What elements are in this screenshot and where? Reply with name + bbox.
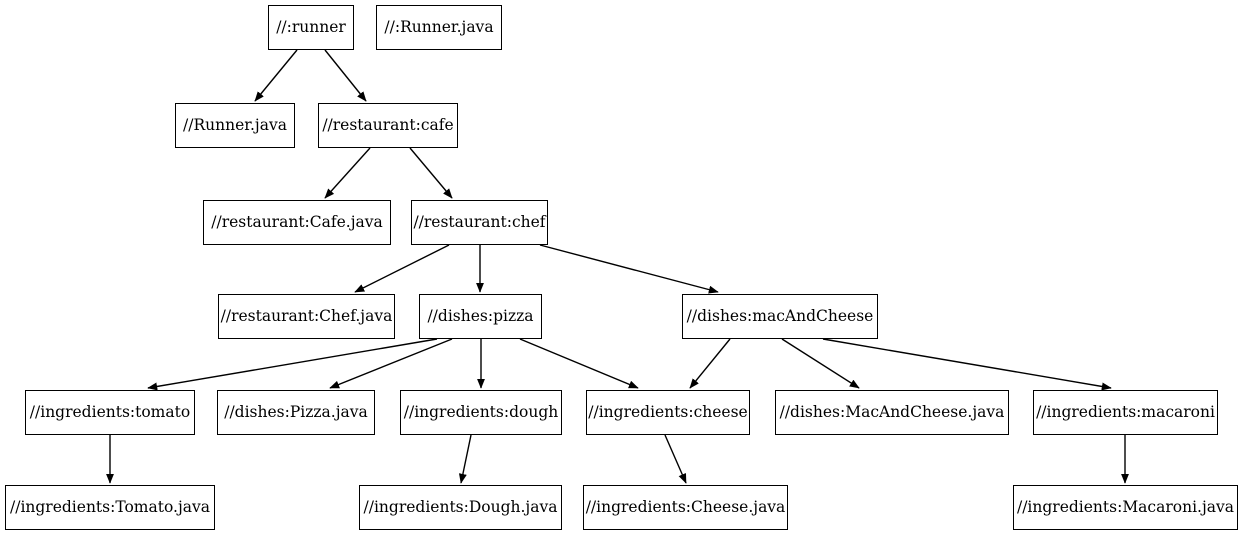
graph-node-label: //:runner: [276, 17, 346, 36]
graph-edge: [409, 147, 453, 199]
graph-node-label: //Runner.java: [183, 115, 287, 134]
graph-node-dishes_pizza[interactable]: //dishes:pizza: [419, 294, 542, 339]
graph-node-label: //ingredients:tomato: [29, 402, 191, 421]
graph-node-label: //ingredients:dough: [403, 402, 559, 421]
graph-node-label: //restaurant:Chef.java: [220, 306, 393, 325]
graph-edge: [781, 338, 860, 389]
graph-node-cheese_java[interactable]: //ingredients:Cheese.java: [583, 485, 788, 530]
graph-node-label: //restaurant:Cafe.java: [211, 212, 383, 231]
graph-node-label: //ingredients:Dough.java: [363, 497, 558, 516]
graph-node-label: //ingredients:macaroni: [1036, 402, 1215, 421]
graph-node-dishes_macandcheese[interactable]: //dishes:macAndCheese: [682, 294, 878, 339]
graph-node-restaurant_chef_java[interactable]: //restaurant:Chef.java: [218, 294, 395, 339]
graph-node-label: //ingredients:Tomato.java: [10, 497, 210, 516]
graph-edge: [519, 338, 639, 389]
graph-node-restaurant_cafe[interactable]: //restaurant:cafe: [318, 103, 458, 148]
graph-edge: [254, 49, 298, 102]
graph-node-runner_java[interactable]: //Runner.java: [175, 103, 295, 148]
graph-edge: [458, 434, 472, 484]
graph-node-restaurant_cafe_java[interactable]: //restaurant:Cafe.java: [203, 200, 391, 245]
graph-node-label: //dishes:macAndCheese: [686, 306, 874, 325]
graph-node-dishes_pizza_java[interactable]: //dishes:Pizza.java: [217, 390, 375, 435]
graph-node-label: //dishes:pizza: [427, 306, 534, 325]
graph-node-ingredients_tomato[interactable]: //ingredients:tomato: [25, 390, 195, 435]
graph-node-label: //ingredients:Cheese.java: [585, 497, 786, 516]
graph-node-ingredients_macaroni[interactable]: //ingredients:macaroni: [1033, 390, 1218, 435]
graph-node-dishes_mac_java[interactable]: //dishes:MacAndCheese.java: [775, 390, 1009, 435]
graph-node-runner_java_root[interactable]: //:Runner.java: [376, 5, 502, 50]
graph-node-label: //dishes:Pizza.java: [224, 402, 368, 421]
graph-edge: [689, 338, 731, 389]
graph-node-label: //restaurant:cafe: [322, 115, 454, 134]
graph-node-dough_java[interactable]: //ingredients:Dough.java: [359, 485, 562, 530]
graph-node-runner[interactable]: //:runner: [268, 5, 354, 50]
graph-node-ingredients_dough[interactable]: //ingredients:dough: [400, 390, 562, 435]
graph-node-label: //ingredients:Macaroni.java: [1016, 497, 1234, 516]
graph-edge: [324, 49, 367, 102]
graph-node-label: //:Runner.java: [384, 17, 494, 36]
graph-edge: [147, 338, 438, 391]
graph-edge: [324, 147, 371, 199]
graph-node-ingredients_cheese[interactable]: //ingredients:cheese: [586, 390, 750, 435]
graph-edge: [664, 434, 687, 484]
graph-node-label: //dishes:MacAndCheese.java: [779, 402, 1005, 421]
graph-edge: [822, 338, 1112, 391]
graph-edge: [329, 338, 453, 389]
graph-node-label: //restaurant:chef: [413, 212, 546, 231]
graph-node-label: //ingredients:cheese: [588, 402, 748, 421]
graph-node-macaroni_java[interactable]: //ingredients:Macaroni.java: [1013, 485, 1238, 530]
graph-node-tomato_java[interactable]: //ingredients:Tomato.java: [5, 485, 215, 530]
graph-node-restaurant_chef[interactable]: //restaurant:chef: [411, 200, 548, 245]
graph-edge: [539, 244, 719, 294]
graph-edge: [354, 244, 450, 293]
